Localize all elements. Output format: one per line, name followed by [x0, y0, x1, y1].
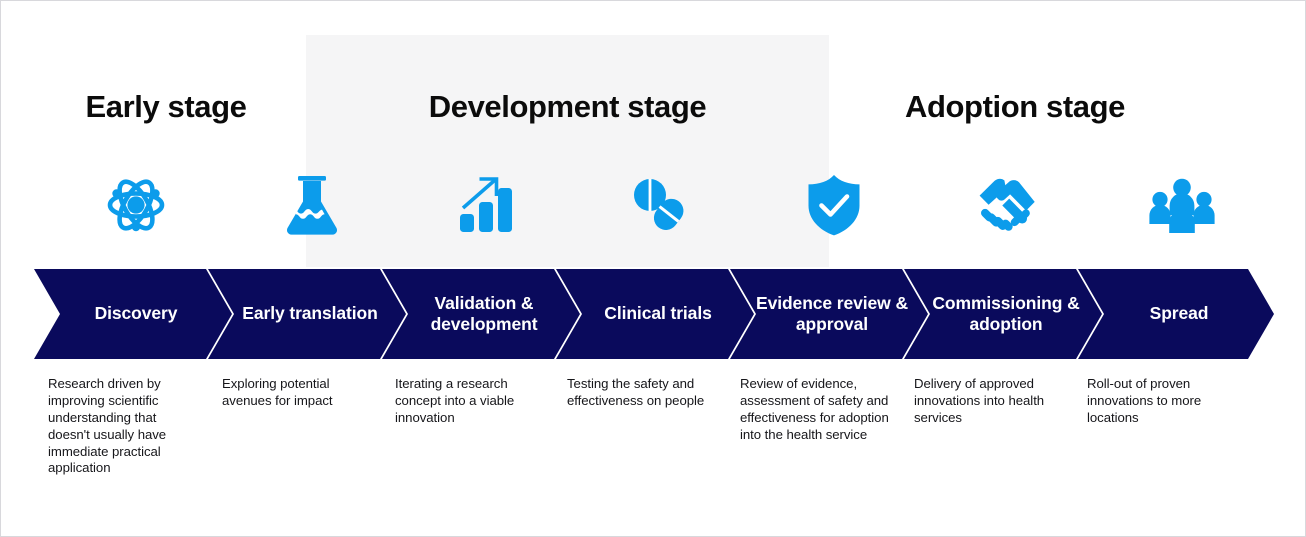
flask-icon [274, 166, 350, 244]
stage-heading-development: Development stage [428, 89, 707, 124]
chevron-step-evidence-review-approval[interactable]: Evidence review & approval [730, 269, 928, 359]
description-early-translation: Exploring potential avenues for impact [222, 376, 333, 408]
description-validation-development: Iterating a research concept into a viab… [395, 376, 515, 425]
chevron-label: Evidence review & approval [756, 292, 908, 334]
stage-heading-early: Early stage [85, 89, 247, 124]
chevron-step-spread[interactable]: Spread [1078, 269, 1274, 359]
description-discovery: Research driven by improving scientific … [48, 376, 167, 476]
description-spread: Roll-out of proven innovations to more l… [1087, 376, 1202, 425]
shield-check-icon [796, 166, 872, 244]
chevron-step-early-translation[interactable]: Early translation [208, 269, 406, 359]
chevron-label: Commissioning & adoption [932, 292, 1080, 334]
chevron-label: Validation & development [430, 292, 538, 334]
chevron-step-clinical-trials[interactable]: Clinical trials [556, 269, 754, 359]
handshake-icon [970, 166, 1046, 244]
development-stage-highlight-band [306, 35, 829, 267]
icon-row [34, 166, 1274, 244]
bar-chart-growth-icon [448, 166, 524, 244]
chevron-step-validation-development[interactable]: Validation & development [382, 269, 580, 359]
description-commissioning-adoption: Delivery of approved innovations into he… [914, 376, 1045, 425]
chevron-step-discovery[interactable]: Discovery [34, 269, 232, 359]
people-group-icon [1144, 166, 1220, 244]
chevron-label: Spread [1149, 303, 1209, 324]
chevron-step-commissioning-adoption[interactable]: Commissioning & adoption [904, 269, 1102, 359]
stage-heading-adoption: Adoption stage [905, 89, 1125, 124]
description-evidence-review-approval: Review of evidence, assessment of safety… [740, 376, 889, 442]
chevron-label: Discovery [94, 303, 178, 324]
description-clinical-trials: Testing the safety and effectiveness on … [567, 376, 705, 408]
chevron-label: Clinical trials [604, 303, 712, 324]
pathway-chevron-band: Discovery Early translation Validation &… [34, 269, 1274, 359]
pills-icon [622, 166, 698, 244]
atom-icon [98, 166, 174, 244]
chevron-label: Early translation [242, 303, 378, 324]
